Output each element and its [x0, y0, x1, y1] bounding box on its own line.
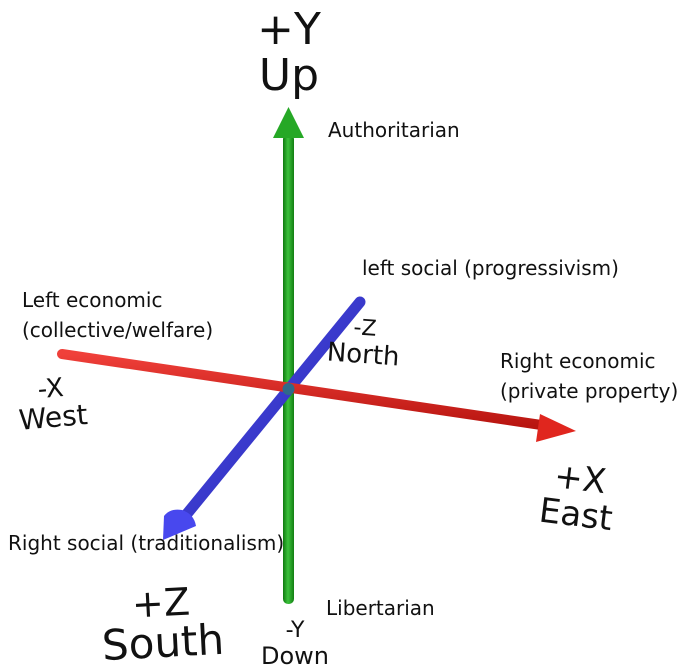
authoritarian-label: Authoritarian	[328, 118, 460, 142]
left-economic-label-line2: (collective/welfare)	[22, 318, 214, 342]
y-axis-arrowhead	[273, 107, 304, 138]
negative-y-axis-title: -Y Down	[240, 618, 350, 670]
positive-y-axis-title: +Y Up	[248, 8, 330, 98]
origin-point	[282, 383, 295, 395]
negative-y-sign: -Y	[285, 618, 305, 643]
left-economic-label: Left economic (collective/welfare)	[22, 285, 213, 345]
libertarian-label: Libertarian	[326, 596, 435, 620]
z-axis-shaft	[180, 296, 366, 521]
x-axis-shaft	[57, 349, 553, 431]
positive-y-direction: Up	[258, 50, 320, 101]
right-social-label: Right social (traditionalism)	[8, 531, 285, 555]
positive-y-sign: +Y	[257, 4, 321, 55]
z-axis	[163, 296, 366, 540]
right-economic-label: Right economic (private property)	[500, 346, 678, 406]
negative-x-direction: West	[17, 398, 89, 437]
right-economic-label-line1: Right economic	[500, 349, 656, 373]
left-economic-label-line1: Left economic	[22, 288, 163, 312]
negative-y-direction: Down	[260, 642, 329, 670]
left-social-label: left social (progressivism)	[362, 256, 619, 280]
positive-x-axis-title: +X East	[522, 456, 634, 539]
y-axis-shaft	[283, 134, 294, 604]
y-axis	[273, 107, 304, 604]
right-economic-label-line2: (private property)	[500, 379, 679, 403]
positive-z-direction: South	[100, 614, 226, 671]
x-axis-arrowhead	[536, 414, 576, 442]
negative-z-direction: North	[325, 337, 401, 373]
positive-z-axis-title: +Z South	[82, 580, 242, 671]
negative-z-axis-title: -Z North	[320, 315, 407, 373]
x-axis	[57, 349, 576, 442]
z-axis-arrowhead	[163, 509, 196, 540]
negative-x-axis-title: -X West	[2, 372, 103, 437]
